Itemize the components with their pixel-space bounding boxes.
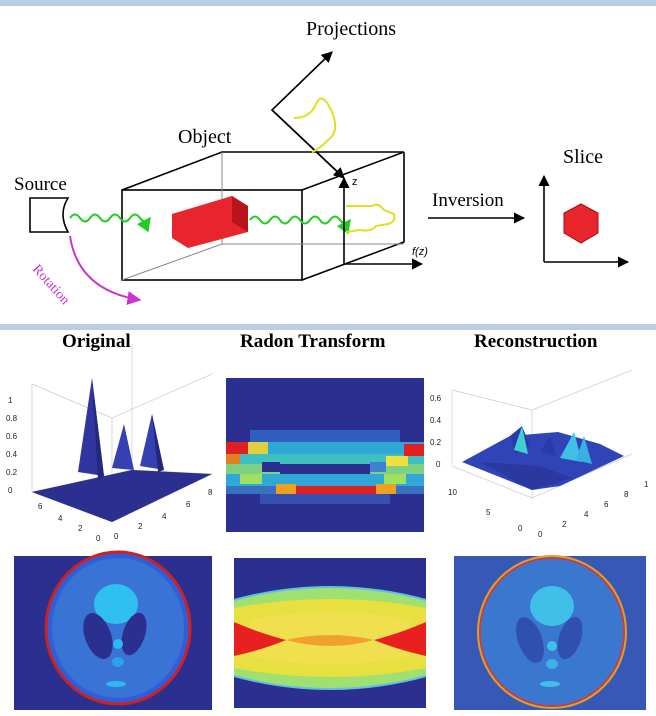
orig-right-tick-4: 4 [162, 512, 167, 521]
orig-right-tick-0: 0 [114, 532, 119, 541]
radon-title: Radon Transform [240, 331, 386, 352]
recon-right-tick-1: 1 [644, 480, 649, 489]
orig-right-tick-8: 8 [208, 488, 213, 497]
recon-left-tick-10: 10 [448, 488, 457, 497]
recon-z-tick-02: 0.2 [430, 438, 442, 447]
radon-sinogram-bands [226, 430, 424, 504]
source-label: Source [14, 174, 67, 195]
rotation-arrow [69, 235, 142, 305]
recon-right-tick-6: 6 [604, 500, 609, 509]
projection-curve-upper [293, 97, 337, 153]
recon-left-tick-0: 0 [518, 524, 523, 533]
outgoing-wave [249, 215, 351, 235]
slice-label: Slice [563, 146, 603, 168]
orig-z-tick-08: 0.8 [6, 414, 18, 423]
orig-z-tick-1: 1 [8, 396, 13, 405]
recon-z-tick-0: 0 [436, 460, 441, 469]
recon-right-tick-4: 4 [584, 510, 589, 519]
orig-z-tick-0: 0 [8, 486, 13, 495]
slice-hexagon [563, 203, 599, 244]
orig-left-tick-0: 0 [96, 534, 101, 543]
orig-left-tick-2: 2 [78, 524, 83, 533]
top-band [0, 0, 656, 6]
recon-right-tick-2: 2 [562, 520, 567, 529]
recon-z-tick-06: 0.6 [430, 394, 442, 403]
orig-right-tick-2: 2 [138, 522, 143, 531]
middle-band [0, 324, 656, 330]
recon-right-tick-0: 0 [538, 530, 543, 539]
object-label: Object [178, 126, 232, 148]
orig-z-tick-06: 0.6 [6, 432, 18, 441]
red-object [172, 196, 248, 248]
incoming-wave [69, 213, 151, 233]
projection-curve-lower [345, 203, 396, 233]
orig-left-tick-4: 4 [58, 514, 63, 523]
recon-right-tick-8: 8 [624, 490, 629, 499]
recon-z-tick-04: 0.4 [430, 416, 442, 425]
axis-fz-label: f(z) [412, 246, 428, 258]
orig-left-tick-6: 6 [38, 502, 43, 511]
axis-z-label: z [352, 176, 358, 188]
projections-axes [270, 51, 424, 270]
orig-z-tick-04: 0.4 [6, 450, 18, 459]
projections-label: Projections [306, 18, 396, 40]
orig-z-tick-02: 0.2 [6, 468, 18, 477]
recon-left-tick-5: 5 [486, 508, 491, 517]
slice-axes [538, 174, 630, 268]
source-emitter [29, 197, 70, 233]
inversion-label: Inversion [432, 190, 504, 211]
original-title: Original [62, 331, 131, 352]
ct-schematic-diagram [29, 51, 630, 305]
orig-right-tick-6: 6 [186, 500, 191, 509]
reconstruction-title: Reconstruction [474, 331, 598, 352]
